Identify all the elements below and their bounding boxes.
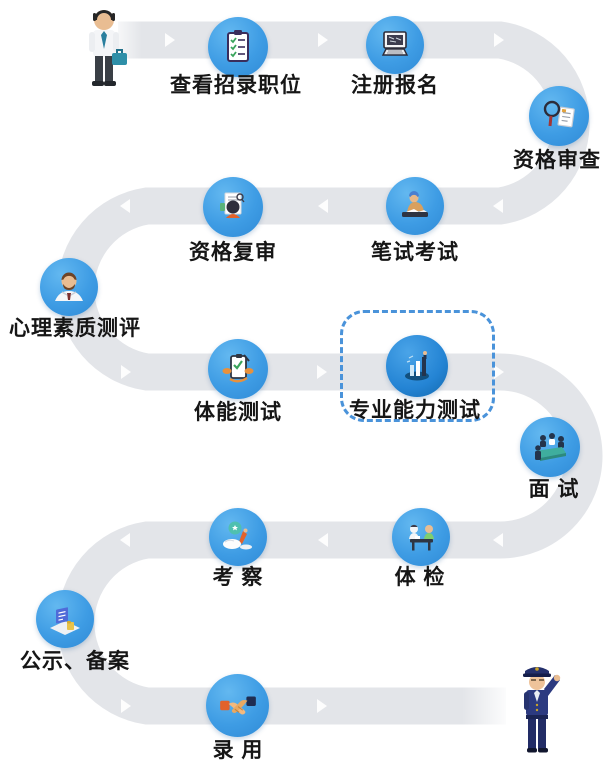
step-label-written-exam: 笔试考试: [371, 241, 459, 264]
step-label-qualification-recheck: 资格复审: [189, 241, 277, 264]
step-label-psychological-test: 心理素质测评: [9, 317, 141, 340]
step-node-physical-fitness-test: [208, 339, 268, 399]
step-node-written-exam: [386, 177, 444, 235]
step-node-medical-check: [392, 508, 450, 566]
step-label-view-positions: 查看招录职位: [170, 74, 302, 97]
written-exam-icon: [402, 191, 428, 217]
step-label-inspection: 考 察: [212, 566, 264, 589]
road-path: [57, 21, 603, 725]
step-node-psychological-test: [40, 258, 98, 316]
step-label-qualification-review: 资格审查: [513, 149, 601, 172]
step-label-professional-ability-test: 专业能力测试: [349, 399, 481, 422]
businessman-applicant-figure: [89, 10, 127, 86]
step-label-employment: 录 用: [212, 739, 264, 762]
announcement-filing-icon: [50, 607, 80, 635]
medical-check-icon: [409, 524, 434, 551]
computer-registration-icon: [381, 31, 409, 56]
fitness-test-icon: [222, 354, 254, 383]
step-node-employment: [206, 674, 269, 737]
handshake-icon: [219, 696, 256, 715]
interview-panel-icon: [535, 433, 566, 461]
step-label-physical-fitness-test: 体能测试: [194, 401, 282, 424]
step-node-qualification-review: [529, 86, 589, 146]
step-label-public-announcement: 公示、备案: [20, 650, 130, 673]
doctor-icon: [55, 272, 83, 301]
step-node-interview: [520, 417, 580, 477]
step-node-register: [366, 16, 424, 74]
step-node-public-announcement: [36, 590, 94, 648]
step-label-medical-check: 体 检: [394, 566, 446, 589]
document-recheck-icon: [220, 192, 245, 218]
step-node-inspection: [209, 508, 267, 566]
step-node-view-positions: [208, 17, 268, 77]
bar-chart-icon: [405, 351, 429, 381]
inspection-icon: [223, 521, 252, 550]
saluting-police-officer-figure: [523, 667, 561, 753]
step-label-interview: 面 试: [528, 478, 580, 501]
magnifier-documents-icon: [543, 100, 575, 128]
step-label-register: 注册报名: [351, 74, 439, 97]
professional-ability-dashed-box: [340, 310, 495, 422]
step-node-professional-ability-test: [386, 335, 448, 397]
step-node-qualification-recheck: [203, 177, 263, 237]
checklist-clipboard-icon: [227, 30, 249, 62]
road-direction-arrows: [120, 33, 504, 713]
